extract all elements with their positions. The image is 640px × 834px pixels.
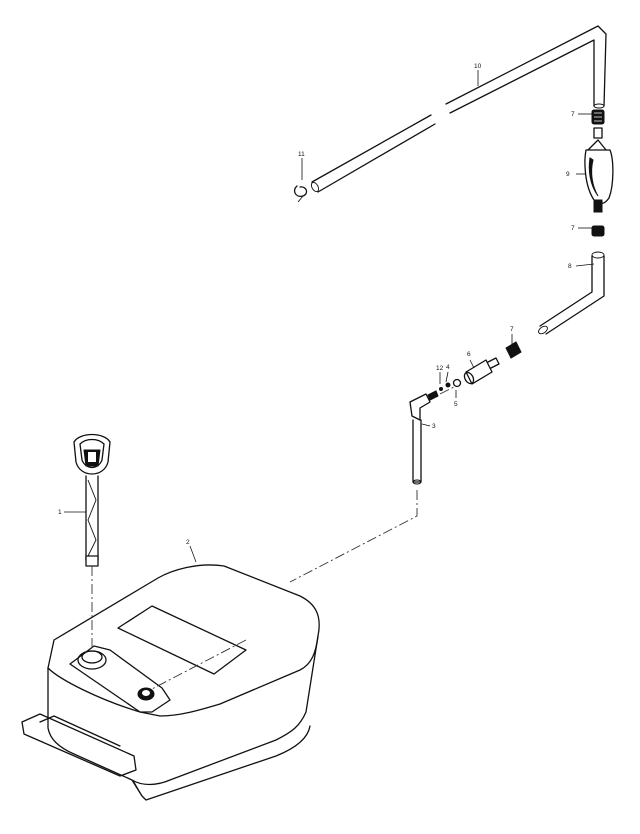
assembly-centerlines	[91, 385, 457, 691]
primer-bulb-assembly	[584, 109, 614, 237]
callout-leaders	[64, 70, 595, 563]
pickup-tube	[409, 390, 439, 485]
fuel-tank	[21, 564, 320, 801]
callout-7-fitting: 7	[510, 326, 514, 333]
callout-4: 4	[446, 364, 450, 371]
callout-labels: 1 2 3 4 5 6 7 7 7 8 9 10 11 12	[58, 63, 575, 546]
hose-fittings	[439, 341, 522, 391]
fuel-gauge-assembly	[73, 433, 111, 567]
callout-7-lower: 7	[571, 225, 575, 232]
callout-9: 9	[566, 171, 570, 178]
callout-6: 6	[467, 351, 471, 358]
callout-11: 11	[298, 151, 305, 158]
fuel-hose-lower	[538, 251, 605, 335]
callout-12: 12	[436, 365, 444, 372]
callout-1: 1	[58, 509, 62, 516]
fuel-hose-upper	[310, 25, 607, 193]
callout-7-upper: 7	[571, 111, 575, 118]
callout-2: 2	[186, 539, 190, 546]
callout-3: 3	[432, 423, 436, 430]
callout-8: 8	[568, 263, 572, 270]
callout-5: 5	[454, 401, 458, 408]
hose-clamp	[293, 185, 308, 203]
callout-10: 10	[474, 63, 482, 70]
